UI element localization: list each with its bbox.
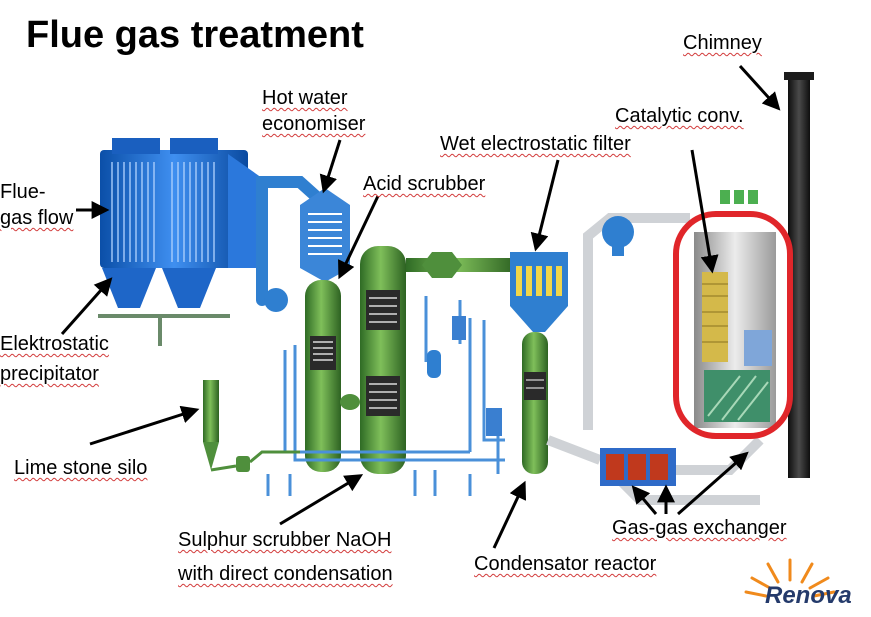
arrow-economiser [319, 139, 342, 194]
label-acid-scrubber: Acid scrubber [363, 173, 486, 195]
label-sulphur-scrubber-line1: Sulphur scrubber NaOH [178, 529, 392, 551]
label-arrows [60, 64, 781, 549]
label-catalytic-conv: Catalytic conv. [615, 105, 744, 127]
arrow-condensator [492, 480, 527, 549]
condensator-reactor [522, 332, 548, 474]
gas-gas-exchanger [600, 448, 676, 486]
label-sulphur-scrubber-line2: with direct condensation [178, 563, 393, 585]
pump-tank [427, 350, 441, 378]
label-flue-gas-line2: gas flow [0, 207, 74, 229]
heat-exchanger-small [452, 316, 466, 340]
arrow-catalytic [690, 149, 719, 274]
renova-logo: Renova [765, 582, 852, 609]
highlight-ring [673, 211, 793, 439]
acid-scrubber-column [305, 280, 341, 472]
fan-icon [264, 288, 288, 312]
wet-electrostatic-filter [510, 252, 568, 332]
catalytic-converter [694, 190, 776, 428]
renova-logo-sun [744, 558, 836, 598]
label-hot-water-line1: Hot water [262, 87, 348, 109]
label-wet-electrostatic-filter: Wet electrostatic filter [440, 133, 631, 155]
label-chimney: Chimney [683, 32, 762, 54]
label-elektrostatic-line1: Elektrostatic [0, 333, 109, 355]
chimney [788, 76, 810, 478]
label-flue-gas-line1: Flue- [0, 181, 46, 203]
fan-icon-2 [602, 216, 634, 248]
page-title: Flue gas treatment [26, 14, 364, 56]
hot-water-economiser [300, 188, 350, 282]
arrow-exchanger-1 [631, 485, 658, 515]
label-elektrostatic-line2: precipitator [0, 363, 99, 385]
arrow-sulphur-scrubber [279, 474, 364, 526]
arrow-wet-filter [530, 159, 560, 252]
sulphur-scrubber-column [340, 246, 406, 474]
arrow-precipitator [60, 277, 113, 335]
label-hot-water-line2: economiser [262, 113, 366, 135]
flue-gas-duct [256, 176, 326, 306]
lime-stone-silo [203, 380, 300, 472]
arrow-exchanger-3 [677, 451, 749, 516]
label-gas-gas-exchanger: Gas-gas exchanger [612, 517, 787, 539]
electrostatic-precipitator [98, 138, 262, 346]
label-lime-stone-silo: Lime stone silo [14, 457, 148, 479]
green-duct [406, 252, 516, 278]
heat-exchanger-small-2 [486, 408, 502, 436]
arrow-chimney [738, 64, 781, 111]
arrow-silo [89, 405, 200, 446]
label-condensator-reactor: Condensator reactor [474, 553, 657, 575]
arrow-acid-scrubber [338, 195, 380, 280]
